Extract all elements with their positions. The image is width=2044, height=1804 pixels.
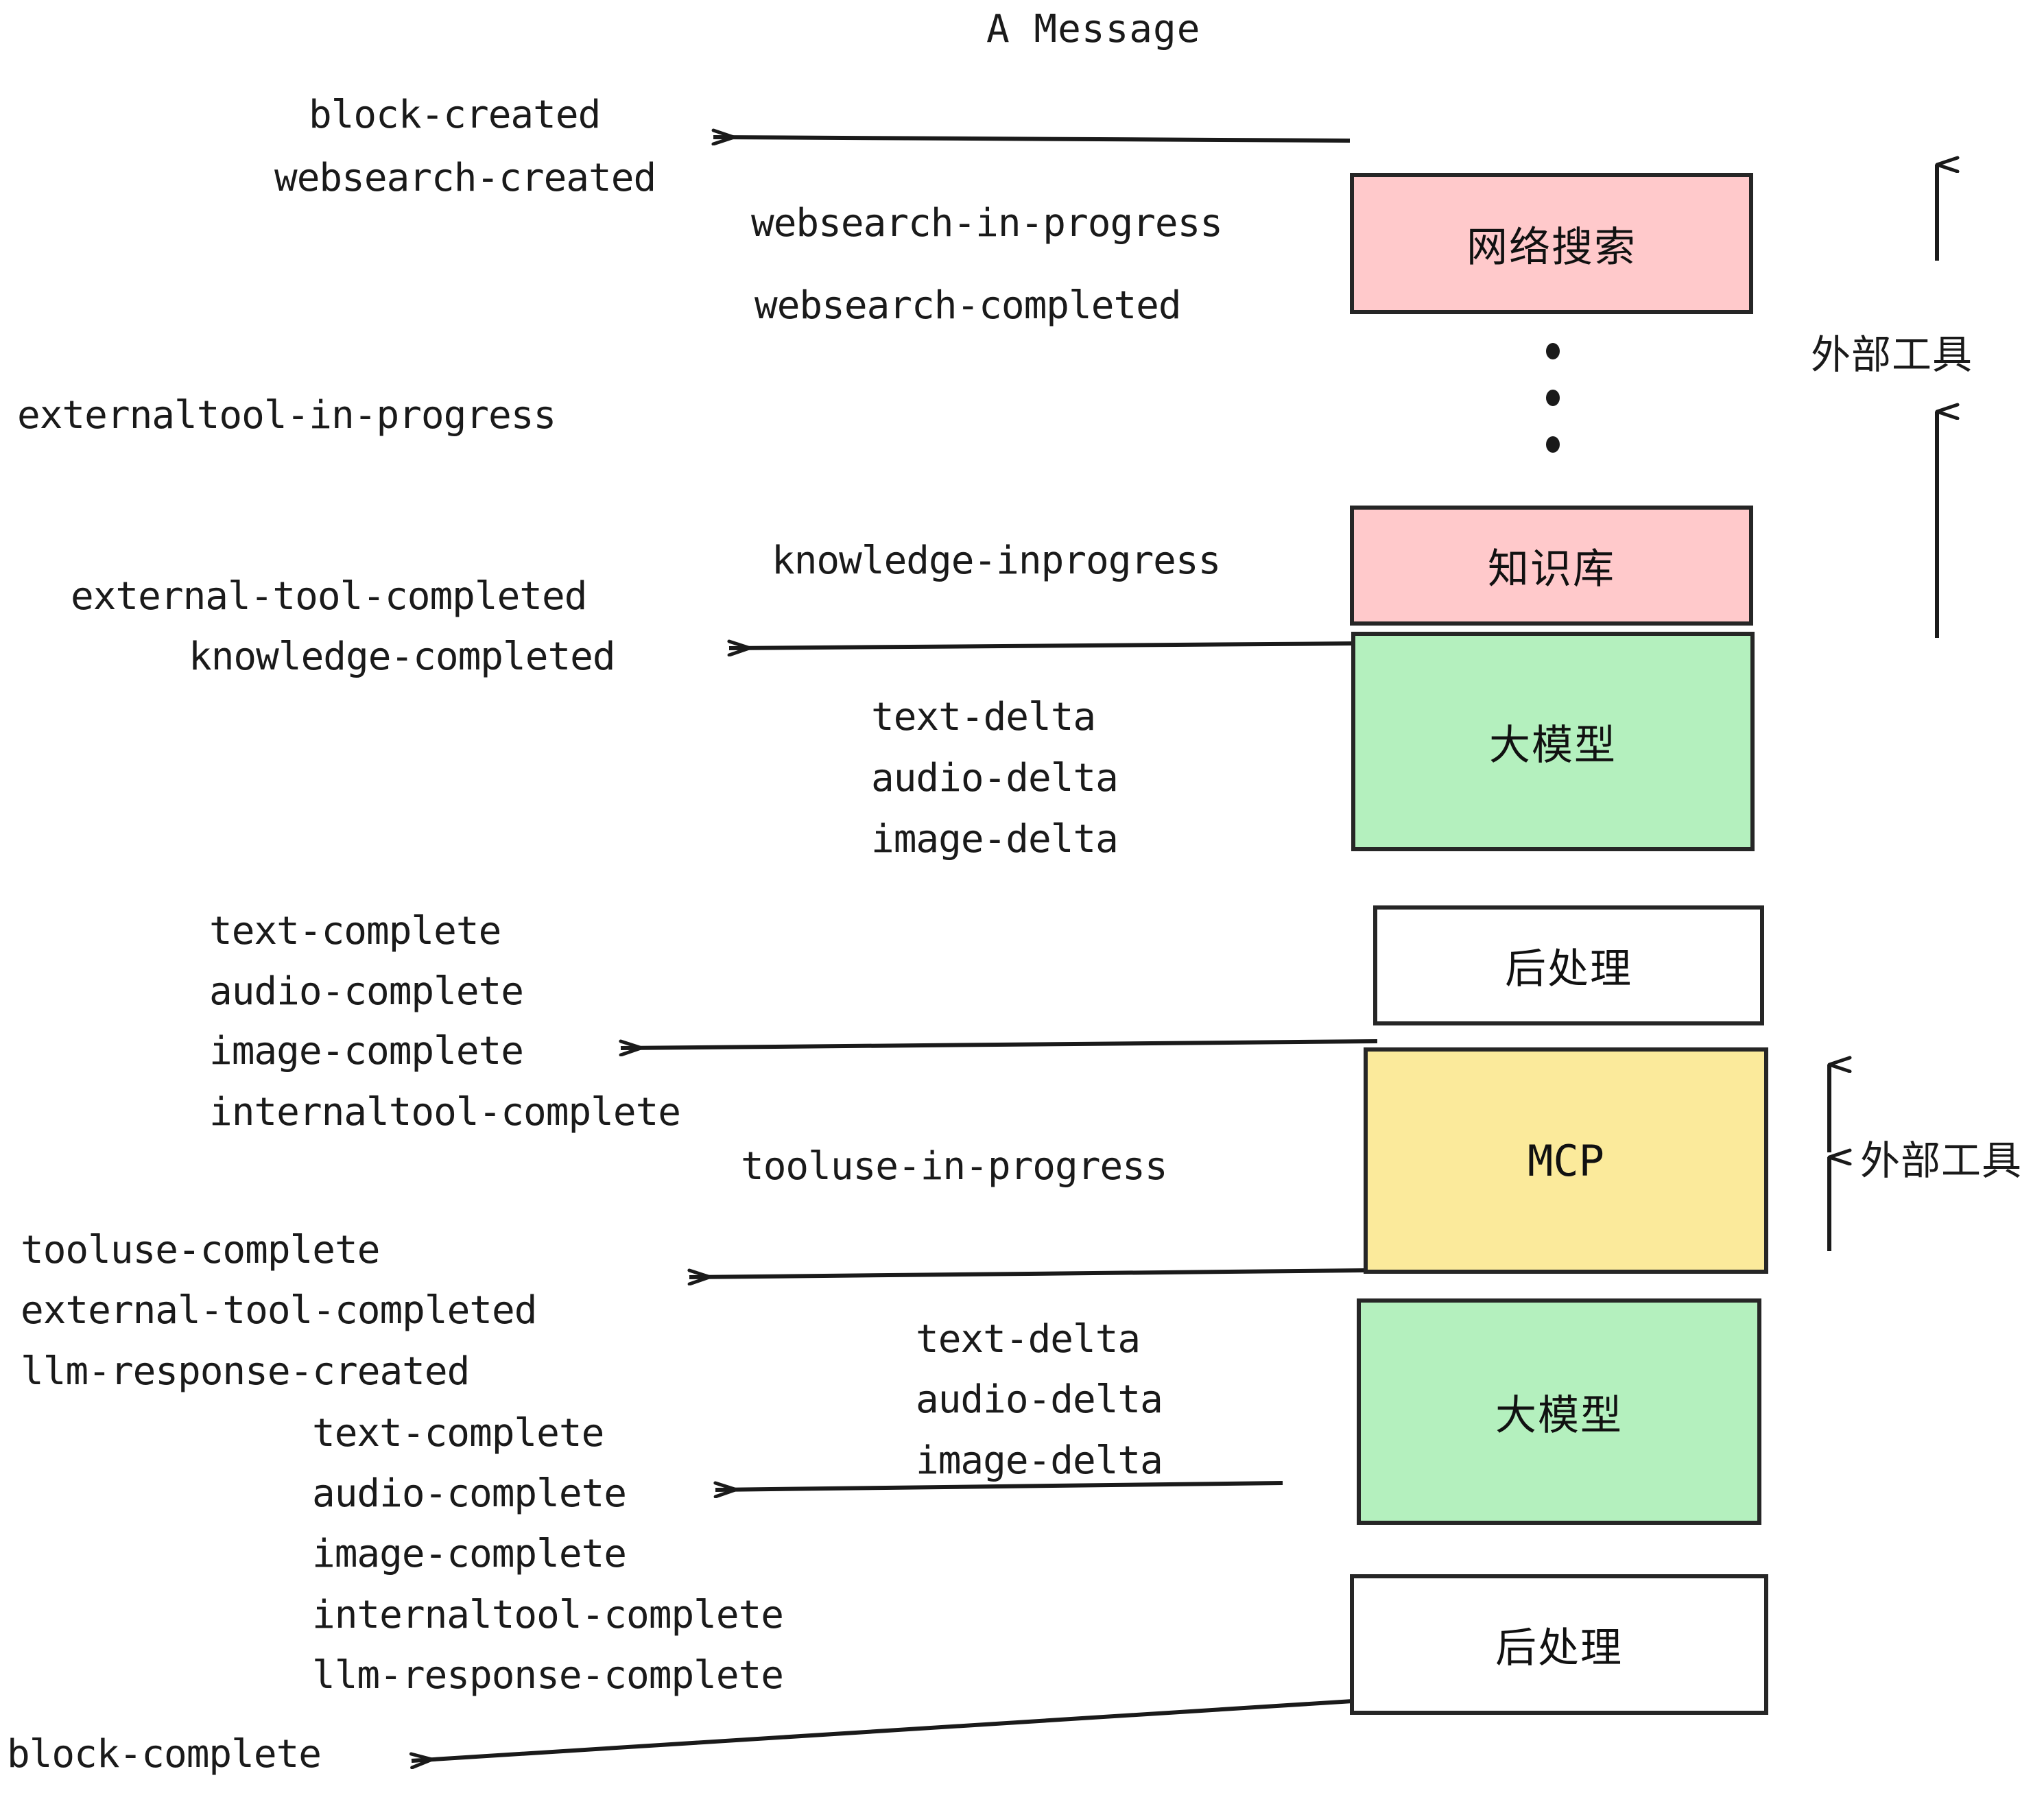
event-audio-complete-2: audio-complete: [312, 1471, 627, 1516]
event-text-delta-1: text-delta: [871, 695, 1096, 739]
event-image-delta-1: image-delta: [871, 817, 1119, 862]
event-knowledge-inprogress: knowledge-inprogress: [772, 538, 1221, 583]
event-websearch-completed: websearch-completed: [754, 283, 1182, 328]
arrow-block-complete: [412, 1699, 1353, 1761]
event-internaltool-complete-2: internaltool-complete: [312, 1593, 784, 1637]
event-external-tool-completed-2: external-tool-completed: [21, 1288, 537, 1333]
event-tooluse-complete: tooluse-complete: [21, 1228, 380, 1272]
arrow-websearch-to-block-created: [713, 137, 1351, 141]
event-image-complete-1: image-complete: [209, 1029, 524, 1073]
ellipsis-dots: [1545, 343, 1561, 453]
arrow-knowledge-completed: [729, 643, 1359, 648]
arrow-image-complete: [621, 1039, 1378, 1048]
event-audio-complete-1: audio-complete: [209, 969, 524, 1014]
event-knowledge-completed: knowledge-completed: [189, 634, 616, 679]
event-llm-response-created: llm-response-created: [21, 1349, 470, 1394]
box-knowledge[interactable]: 知识库: [1350, 506, 1753, 626]
event-block-complete: block-complete: [7, 1732, 322, 1777]
side-label-external-tools-upper: 外部工具: [1811, 331, 1973, 378]
event-tooluse-in-progress: tooluse-in-progress: [741, 1144, 1168, 1189]
event-audio-delta-2: audio-delta: [916, 1377, 1163, 1422]
event-image-delta-2: image-delta: [916, 1438, 1163, 1483]
event-internaltool-complete-1: internaltool-complete: [209, 1090, 681, 1135]
box-postprocess-top[interactable]: 后处理: [1373, 905, 1764, 1025]
arrow-tooluse-complete: [689, 1268, 1366, 1277]
box-postprocess-bottom[interactable]: 后处理: [1350, 1574, 1768, 1715]
dot-3: [1546, 436, 1560, 453]
event-websearch-created: websearch-created: [274, 156, 656, 200]
dot-2: [1546, 390, 1560, 406]
event-image-complete-2: image-complete: [312, 1532, 627, 1576]
event-text-complete-1: text-complete: [209, 909, 501, 953]
event-external-tool-completed-1: external-tool-completed: [71, 574, 587, 619]
page-title: A Message: [986, 7, 1201, 51]
event-websearch-in-progress: websearch-in-progress: [751, 201, 1223, 246]
event-llm-response-complete: llm-response-complete: [312, 1653, 784, 1698]
event-text-delta-2: text-delta: [916, 1317, 1141, 1362]
event-audio-delta-1: audio-delta: [871, 756, 1119, 800]
box-llm-bottom[interactable]: 大模型: [1357, 1298, 1761, 1525]
box-websearch[interactable]: 网络搜索: [1350, 173, 1753, 314]
dot-1: [1546, 343, 1560, 359]
event-block-created: block-created: [309, 93, 601, 137]
box-llm-top[interactable]: 大模型: [1351, 632, 1755, 851]
arrow-audio-complete: [715, 1481, 1283, 1490]
box-mcp[interactable]: MCP: [1364, 1047, 1768, 1274]
event-externaltool-in-progress: externaltool-in-progress: [17, 393, 556, 438]
event-text-complete-2: text-complete: [312, 1411, 604, 1456]
side-label-external-tools-lower: 外部工具: [1860, 1137, 2023, 1184]
